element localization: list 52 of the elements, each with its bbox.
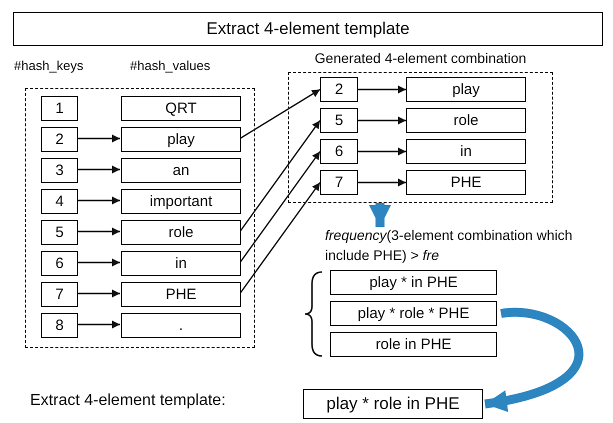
arrow <box>77 258 120 266</box>
value-box: 8 <box>41 313 78 338</box>
arrow <box>369 203 391 227</box>
result-box: play * role in PHE <box>303 389 483 419</box>
value-box: 5 <box>41 220 78 245</box>
value-box: role <box>406 108 526 133</box>
value-box: in <box>406 139 526 164</box>
arrow <box>77 320 120 328</box>
arrow <box>239 182 321 294</box>
caption-text: #hash_values <box>130 58 210 73</box>
value-box: 5 <box>320 108 358 133</box>
arrow <box>77 134 120 142</box>
arrow <box>239 151 321 263</box>
value-box: play <box>406 77 526 102</box>
caption-text: Extract 4-element template: <box>30 392 226 410</box>
value-box: 6 <box>320 139 358 164</box>
arrow <box>240 88 320 140</box>
condition-text: frequency(3-element combination which include PHE) > fre <box>325 225 610 269</box>
caption-text: #hash_keys <box>14 58 84 73</box>
value-box: 4 <box>41 189 78 214</box>
arrow <box>77 228 120 236</box>
dashed-group-frame <box>25 88 255 348</box>
value-box: 3 <box>41 158 78 183</box>
arrow <box>77 196 120 204</box>
value-box: 7 <box>320 170 358 195</box>
value-box: QRT <box>121 96 241 121</box>
value-box: 2 <box>41 127 78 152</box>
value-box: PHE <box>406 170 526 195</box>
arrow <box>239 120 321 232</box>
group-title: Generated 4-element combination <box>314 50 528 66</box>
value-box: PHE <box>121 282 241 307</box>
value-box: 6 <box>41 251 78 276</box>
value-box: in <box>121 251 241 276</box>
value-box: play * in PHE <box>330 270 497 295</box>
arrow <box>358 148 406 156</box>
value-box: important <box>121 189 241 214</box>
arrow <box>77 290 120 298</box>
value-box: 7 <box>41 282 78 307</box>
arrow <box>484 308 584 411</box>
arrow <box>358 116 406 124</box>
value-box: play <box>121 127 241 152</box>
value-box: role <box>121 220 241 245</box>
arrow <box>358 86 406 94</box>
value-box: . <box>121 313 241 338</box>
value-box: 1 <box>41 96 78 121</box>
value-box: role in PHE <box>330 332 497 357</box>
value-box: 2 <box>320 77 358 102</box>
header-box: Extract 4-element template <box>13 12 603 46</box>
value-box: an <box>121 158 241 183</box>
value-box: play * role * PHE <box>330 301 497 326</box>
arrow <box>77 166 120 174</box>
arrow <box>358 178 406 186</box>
